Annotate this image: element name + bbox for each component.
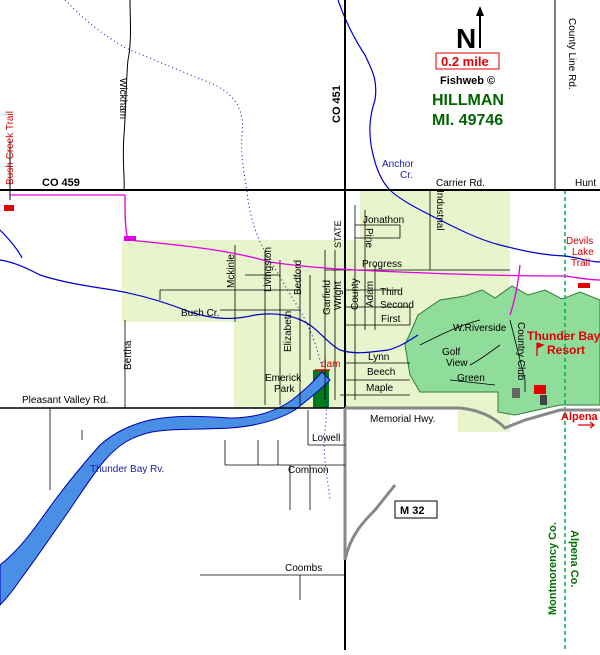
alpena-co-label: Alpena Co. <box>568 530 580 587</box>
street-maple: Maple <box>366 383 394 394</box>
alpena-arrow-icon <box>578 421 595 429</box>
street-first: First <box>381 314 401 325</box>
bush-creek-label: Bush Cr. <box>181 308 219 319</box>
street-beech: Beech <box>367 367 395 378</box>
street-pine: Pine <box>363 228 374 248</box>
memorial-label: Memorial Hwy. <box>370 414 435 425</box>
bush-creek-trail-label: Bush Creek Trail <box>5 111 16 185</box>
street-view: View <box>446 358 468 369</box>
town-name: HILLMAN <box>432 92 504 109</box>
dam-label: dam <box>321 359 340 370</box>
place-labels: Emerick Park dam Thunder Bay Resort Mont… <box>265 329 600 615</box>
alpena-label: Alpena <box>561 411 599 423</box>
lowell-label: Lowell <box>312 433 340 444</box>
street-state: STATE <box>333 220 343 248</box>
devils-lake-label-2: Lake <box>572 247 594 258</box>
street-country-club: Country Club <box>515 322 526 381</box>
county-line-label: County Line Rd. <box>566 18 577 90</box>
coombs-label: Coombs <box>285 563 322 574</box>
street-grid <box>49 190 526 600</box>
map-header: N 0.2 mile Fishweb © HILLMAN MI. 49746 <box>432 6 504 129</box>
anchor-creek-label-1: Anchor <box>382 159 414 170</box>
north-symbol: N <box>456 23 476 54</box>
street-wright: Wright <box>333 281 344 310</box>
street-bedford: Bedford <box>293 260 304 295</box>
trail-labels: Bush Creek Trail Devils Lake Trail Alpen… <box>5 111 599 429</box>
emerick-park-label-2: Park <box>274 384 296 395</box>
street-third: Third <box>380 287 403 298</box>
street-elizabeth: Elizabeth <box>283 311 294 352</box>
street-garfield: Garfield <box>322 280 333 315</box>
pleasant-valley-label: Pleasant Valley Rd. <box>22 395 109 406</box>
street-labels: Jonathon Industrial STATE Pine Progress … <box>226 190 526 394</box>
m32-label: M 32 <box>400 505 424 517</box>
trail-markers <box>4 205 590 288</box>
m32-shield <box>394 500 438 519</box>
resort-label-2: Resort <box>547 343 585 357</box>
north-arrow-head <box>476 6 484 16</box>
street-progress: Progress <box>362 259 402 270</box>
street-jonathon: Jonathon <box>363 215 404 226</box>
hunt-label: Hunt <box>575 178 596 189</box>
street-golf: Golf <box>442 347 461 358</box>
flag-icon <box>536 342 545 356</box>
state-zip: MI. 49746 <box>432 112 503 129</box>
wickham-label: Wickham <box>117 78 128 119</box>
street-adam: Adam <box>365 281 376 307</box>
credit-label: Fishweb © <box>440 75 495 87</box>
water-labels: Anchor Cr. Bush Cr. Thunder Bay Rv. <box>90 159 414 475</box>
anchor-creek-label-2: Cr. <box>400 170 413 181</box>
street-lynn: Lynn <box>368 352 389 363</box>
thunder-bay-river-label: Thunder Bay Rv. <box>90 464 164 475</box>
scale-bar <box>435 52 500 70</box>
resort-buildings <box>512 385 547 405</box>
devils-lake-label-3: Trail <box>571 258 590 269</box>
golf-course-area <box>404 285 600 416</box>
scale-label: 0.2 mile <box>441 54 489 69</box>
montmorency-label: Montmorency Co. <box>547 522 559 615</box>
carrier-label: Carrier Rd. <box>436 178 485 189</box>
street-mckinle: Mckinle <box>226 254 237 288</box>
bertha-label: Bertha <box>123 340 134 370</box>
road-labels: CO 459 CO 451 Carrier Rd. Hunt Wickham C… <box>22 18 596 574</box>
street-second: Second <box>380 300 414 311</box>
common-label: Common <box>288 465 329 476</box>
street-green: Green <box>457 373 485 384</box>
thunder-bay-river <box>0 371 331 606</box>
devils-lake-label-1: Devils <box>566 236 593 247</box>
street-livingston: Livingston <box>263 247 274 292</box>
co451-label: CO 451 <box>331 85 343 123</box>
highways <box>343 406 600 561</box>
street-w-riverside: W.Riverside <box>453 323 507 334</box>
emerick-park-label-1: Emerick <box>265 373 302 384</box>
resort-label-1: Thunder Bay <box>527 329 600 343</box>
co459-label: CO 459 <box>42 177 80 189</box>
street-county: County <box>350 278 361 310</box>
street-industrial: Industrial <box>434 190 445 231</box>
